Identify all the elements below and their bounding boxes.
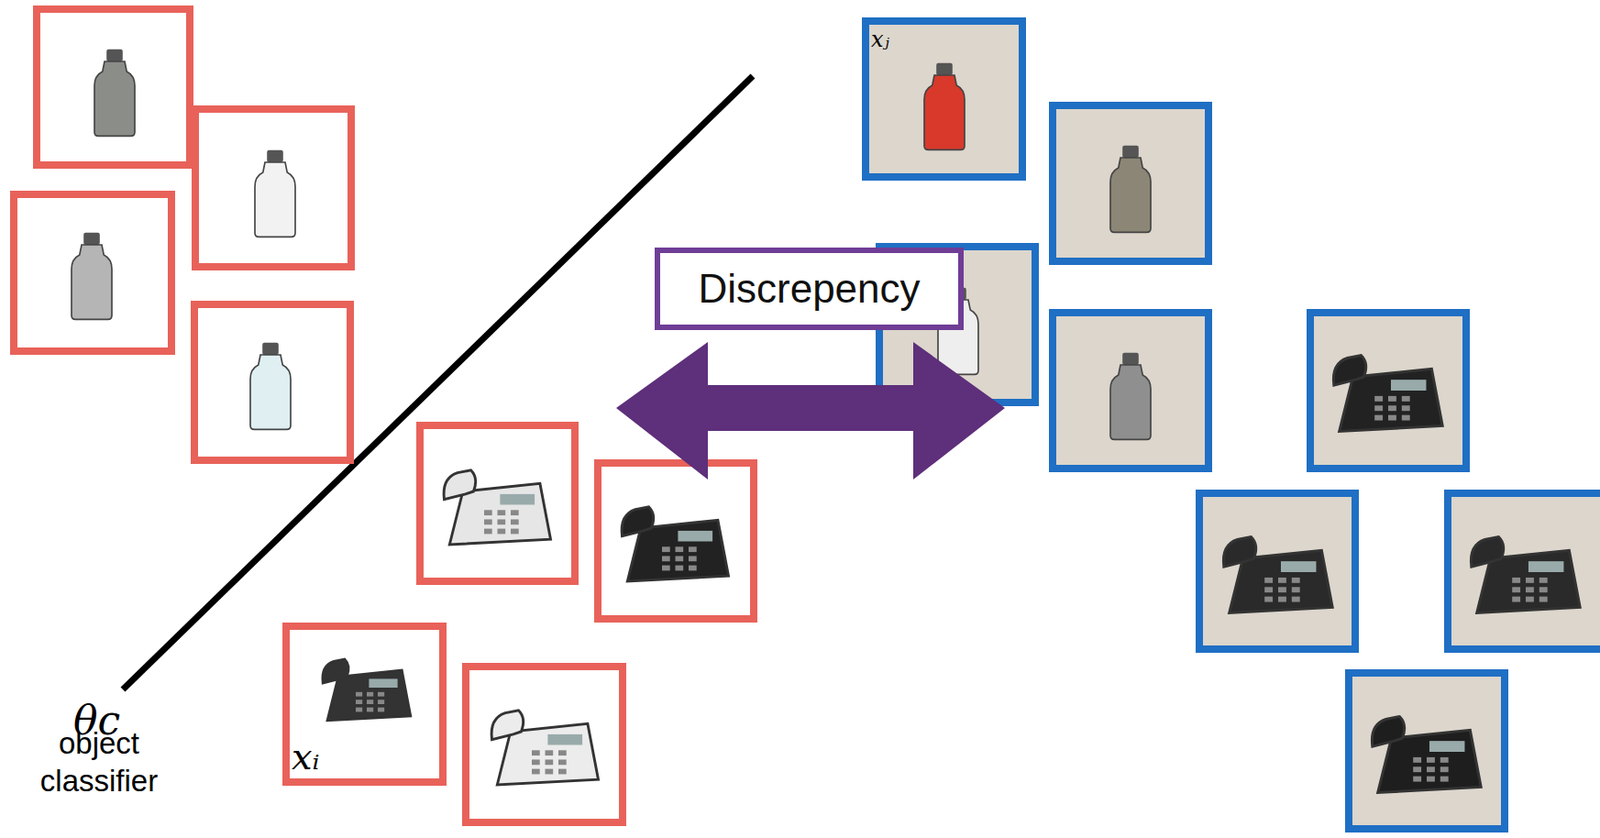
node-text: Discrepency	[697, 266, 920, 311]
discrepancy-box: Discrepency	[654, 247, 964, 331]
sample-label: xⱼ	[871, 25, 890, 54]
sample-label: xᵢ	[291, 733, 320, 780]
classifier-caption: object classifier	[25, 724, 173, 801]
